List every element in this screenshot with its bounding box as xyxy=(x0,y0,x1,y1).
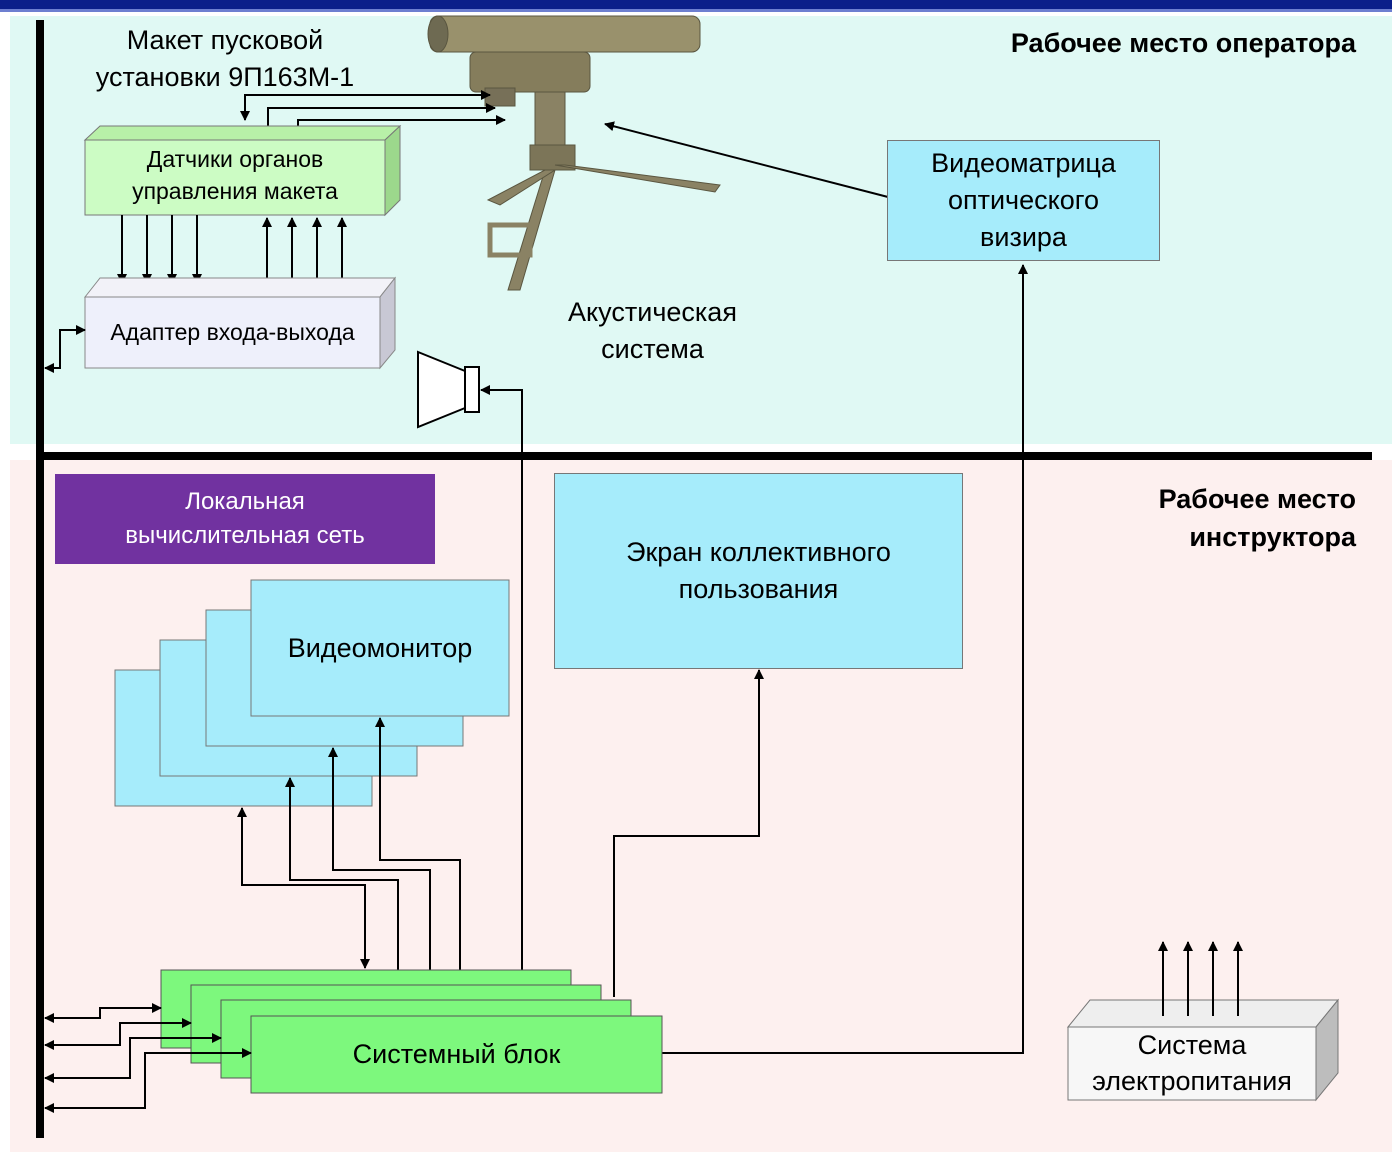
power-line2: электропитания xyxy=(1092,1066,1292,1096)
launcher-illustration xyxy=(427,15,721,291)
lan-line1: Локальная xyxy=(185,488,305,515)
power-box xyxy=(1067,1026,1317,1101)
system-unit-label: Системный блок xyxy=(352,1039,561,1069)
screen-line1: Экран коллективного xyxy=(626,537,891,567)
instructor-title-line1: Рабочее место xyxy=(1158,484,1356,514)
sensors-label-line1: Датчики органов xyxy=(146,146,324,172)
sensors-label-line2: управления макета xyxy=(132,178,338,204)
launcher-label-line2: установки 9П163М-1 xyxy=(95,62,355,92)
screen-box: Экран коллективного пользования xyxy=(554,473,963,669)
header-bar xyxy=(0,0,1392,9)
power-line1: Система xyxy=(1137,1030,1247,1060)
lan-box: Локальная вычислительная сеть xyxy=(55,474,435,564)
instructor-title-line2: инструктора xyxy=(1189,522,1356,552)
system-unit-box xyxy=(250,1015,663,1094)
screen-line2: пользования xyxy=(678,574,839,604)
speaker-icon xyxy=(417,350,480,429)
instructor-zone-title: Рабочее место инструктора xyxy=(1000,480,1356,556)
header-bar-accent xyxy=(0,9,1392,12)
videomatrix-box: Видеоматрица оптического визира xyxy=(887,140,1160,261)
acoustic-label: Акустическая система xyxy=(520,294,785,368)
sensors-box xyxy=(84,139,386,216)
operator-zone-title: Рабочее место оператора xyxy=(1010,28,1356,58)
videomonitor-label: Видеомонитор xyxy=(287,633,473,663)
adapter-label: Адаптер входа-выхода xyxy=(110,319,355,345)
launcher-label: Макет пусковой установки 9П163М-1 xyxy=(30,22,420,96)
sensors-label: Датчики органов управления макета xyxy=(85,143,385,207)
power-label: Система электропитания xyxy=(1068,1027,1316,1099)
videomonitor-box xyxy=(250,579,510,717)
launcher-label-line1: Макет пусковой xyxy=(126,25,324,55)
operator-zone xyxy=(10,16,1392,444)
adapter-box xyxy=(84,296,381,369)
videomatrix-line1: Видеоматрица xyxy=(931,148,1116,178)
videomatrix-line3: визира xyxy=(980,222,1067,252)
acoustic-label-line2: система xyxy=(601,334,704,364)
videomatrix-line2: оптического xyxy=(947,185,1100,215)
lan-line2: вычислительная сеть xyxy=(125,522,365,549)
acoustic-label-line1: Акустическая xyxy=(568,297,737,327)
